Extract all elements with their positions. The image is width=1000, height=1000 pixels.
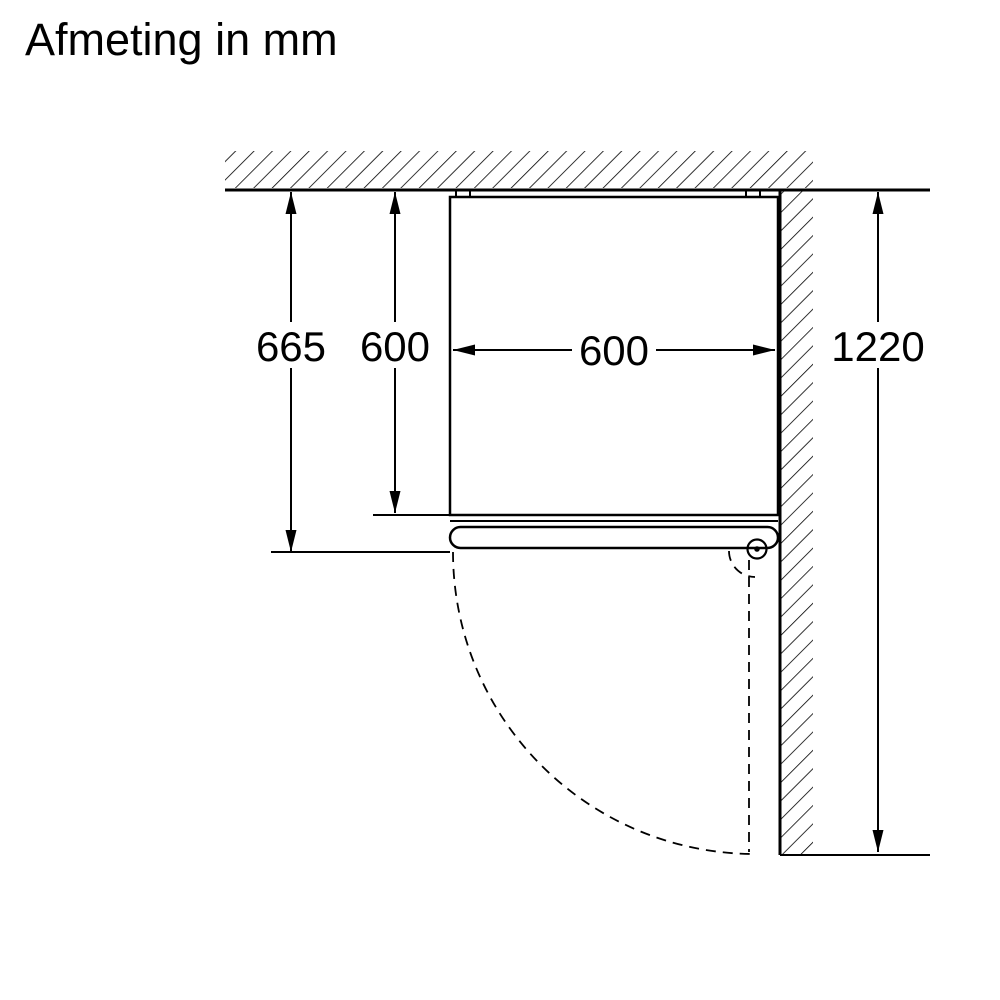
- top-wall-hatch: [225, 151, 813, 188]
- label-bg-600-depth: [353, 322, 437, 368]
- arrowhead-600-width-left: [453, 344, 475, 356]
- page-title: Afmeting in mm: [25, 14, 338, 65]
- label-bg-665: [249, 322, 333, 368]
- label-bg-600-width: [572, 327, 656, 373]
- arrowhead-665-top: [285, 192, 297, 214]
- label-bg-1220: [826, 322, 930, 368]
- arrowhead-600-depth-bottom: [389, 491, 401, 513]
- appliance-cabinet-outline: [448, 195, 780, 517]
- wall-spacer-left: [455, 189, 471, 198]
- arrowhead-665-bottom: [285, 530, 297, 552]
- arrowhead-600-depth-top: [389, 192, 401, 214]
- arrowhead-600-width-right: [753, 344, 775, 356]
- door-hinge-pin-dot: [754, 546, 760, 552]
- door-hinge-swing-arc: [728, 550, 756, 578]
- dimension-label-600-depth: 600: [360, 323, 430, 370]
- dimension-label-1220: 1220: [831, 323, 924, 370]
- arrowhead-1220-top: [872, 192, 884, 214]
- door-hinge-circle: [746, 538, 768, 560]
- door-swing-arc: [452, 551, 756, 855]
- wall-spacer-right: [745, 189, 761, 198]
- appliance-door: [448, 525, 780, 550]
- dimension-label-600-width: 600: [579, 327, 649, 374]
- right-wall-hatch: [781, 190, 813, 855]
- dimension-label-665: 665: [256, 323, 326, 370]
- arrowhead-1220-bottom: [872, 830, 884, 852]
